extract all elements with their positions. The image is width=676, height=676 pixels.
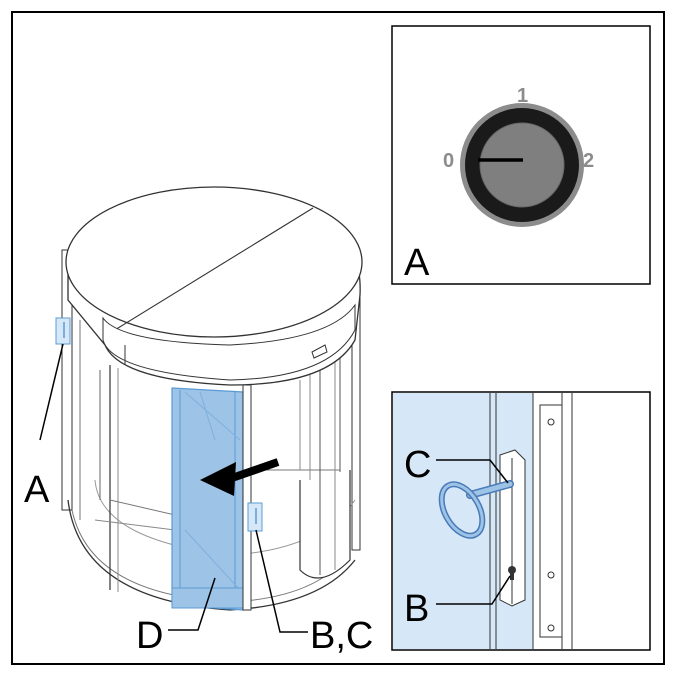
- callout-line-bc: [255, 529, 308, 633]
- lock-location-highlight: [247, 502, 263, 532]
- inset-key-switch: 1 0 2 A: [391, 25, 651, 285]
- callout-line-b: [436, 575, 511, 605]
- curved-arrow-left-icon: [200, 458, 280, 496]
- callout-d-label: D: [136, 615, 163, 657]
- door-leaf-highlight: [171, 387, 244, 611]
- inset-a-label: A: [404, 242, 430, 284]
- key-icon: [438, 480, 514, 539]
- callout-line-c: [436, 459, 509, 484]
- callout-line-d: [168, 577, 216, 631]
- key-switch-icon: [460, 103, 584, 227]
- inset-a-frame: [391, 25, 651, 285]
- inset-c-label: C: [404, 444, 431, 486]
- callout-bc-label: B,C: [310, 615, 373, 657]
- switch-position-0: 0: [443, 150, 454, 172]
- inset-lock-detail: C B: [391, 391, 651, 651]
- callout-a-label: A: [24, 469, 50, 511]
- revolving-door-illustration: [55, 186, 363, 611]
- switch-position-2: 2: [583, 150, 594, 172]
- inset-b-label: B: [404, 588, 429, 630]
- switch-position-1: 1: [517, 85, 528, 107]
- switch-location-highlight: [55, 317, 71, 345]
- callout-line-a: [39, 343, 64, 441]
